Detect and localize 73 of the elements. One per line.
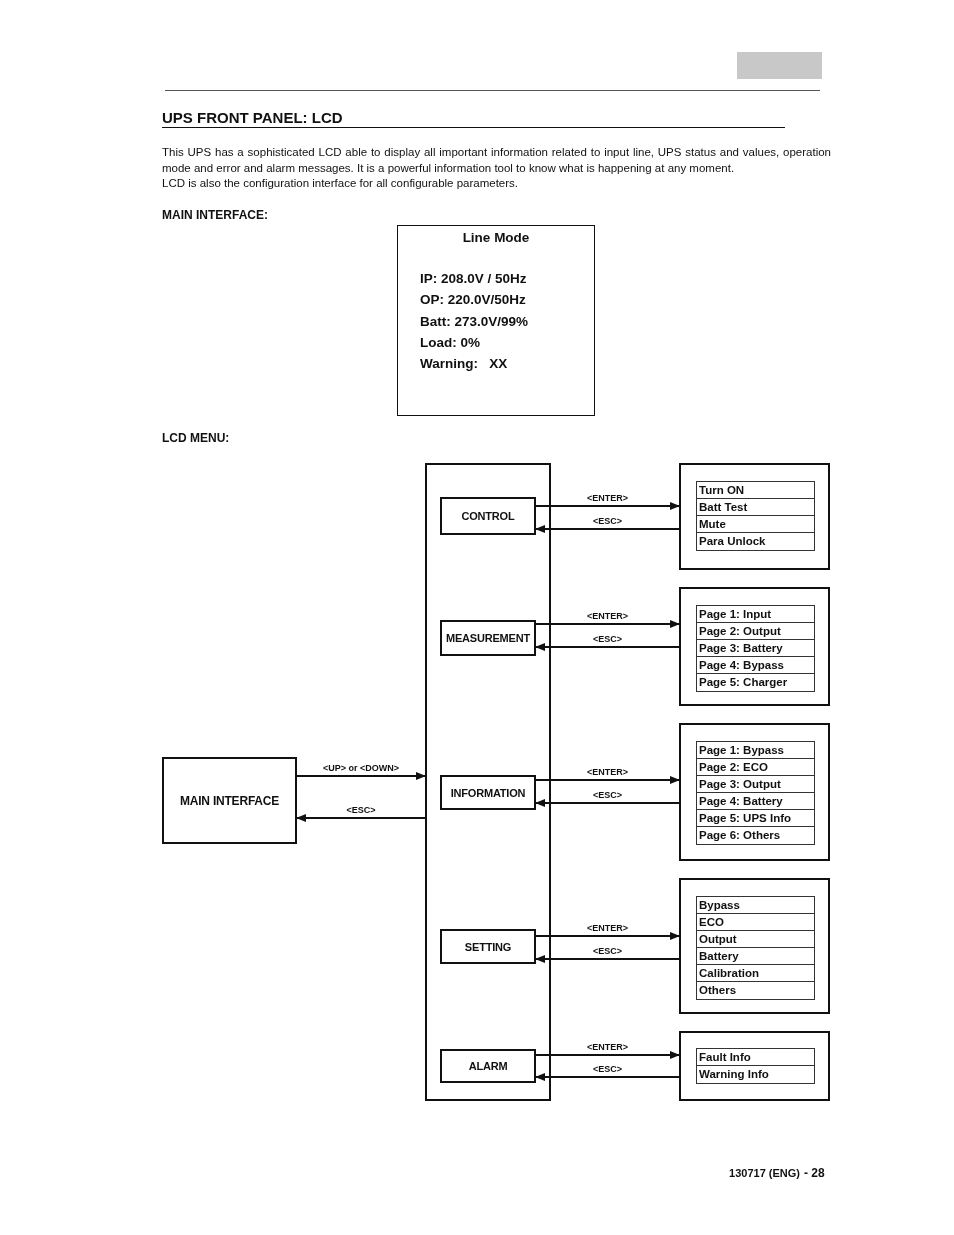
arrow xyxy=(296,772,426,780)
arrow xyxy=(535,955,680,963)
submenu-item: Others xyxy=(698,983,738,998)
menu-box: SETTING xyxy=(440,929,536,964)
arrow xyxy=(535,502,680,510)
subheading: MAIN INTERFACE: xyxy=(162,208,268,222)
arrow xyxy=(535,525,680,533)
arrow xyxy=(535,643,680,651)
menu-box: MEASUREMENT xyxy=(440,620,536,656)
menu-box: CONTROL xyxy=(440,497,536,535)
submenu-panel xyxy=(679,587,830,706)
edge-label: <UP> or <DOWN> xyxy=(323,763,399,773)
submenu-item: Page 3: Battery xyxy=(697,640,814,657)
submenu-item: Output xyxy=(697,931,814,948)
edge-label: <ESC> xyxy=(593,516,622,526)
submenu-item: ECO xyxy=(697,914,814,931)
submenu-item: Page 1: Bypass xyxy=(697,742,814,759)
main-interface-box: MAIN INTERFACE xyxy=(162,757,297,844)
screen-text: Load: 0% xyxy=(420,334,480,350)
submenu-item: Mute xyxy=(697,516,814,533)
section-heading: UPS FRONT PANEL: LCD xyxy=(162,109,785,128)
submenu-item: Turn ON xyxy=(697,482,814,499)
screen-text: Line Mode xyxy=(461,230,531,245)
submenu-panel xyxy=(679,463,830,570)
submenu-item: Warning Info xyxy=(698,1067,770,1082)
screen-text: OP: 220.0V/50Hz xyxy=(420,292,526,308)
arrow xyxy=(296,814,426,822)
submenu-item: Bypass xyxy=(697,897,814,914)
submenu-item: Battery xyxy=(697,948,814,965)
screen-text: IP: 208.0V / 50Hz xyxy=(420,271,527,286)
menu-frame xyxy=(425,463,551,1101)
submenu-item: Page 2: ECO xyxy=(697,759,814,776)
submenu-item: Page 1: Input xyxy=(697,606,814,623)
screen-text: Warning: XX xyxy=(420,356,508,372)
edge-label: <ESC> xyxy=(346,805,376,815)
submenu-item: Page 5: UPS Info xyxy=(697,810,814,827)
submenu-panel xyxy=(679,878,830,1014)
edge-label: <ESC> xyxy=(593,1064,622,1074)
menu-box: INFORMATION xyxy=(440,775,536,810)
edge-label: <ENTER> xyxy=(587,611,628,621)
submenu-item: Page 6: Others xyxy=(698,828,782,843)
paragraph: This UPS has a sophisticated LCD able to display all important information related to input line, UPS status and values, operation mode and error and alarm messages. It is a powerful information tool to know what is happening at any moment. xyxy=(162,145,831,176)
submenu-item: Page 4: Battery xyxy=(697,793,814,810)
submenu-item: Batt Test xyxy=(697,499,814,516)
edge-label: <ESC> xyxy=(593,946,622,956)
submenu-item: Page 2: Output xyxy=(697,623,814,640)
submenu-item: Calibration xyxy=(697,965,814,982)
submenu-item: Fault Info xyxy=(697,1049,814,1066)
lcd-screen-box xyxy=(397,225,595,416)
submenu-item: Page 5: Charger xyxy=(698,675,789,690)
submenu-item: Page 3: Output xyxy=(697,776,814,793)
edge-label: <ESC> xyxy=(593,634,622,644)
edge-label: <ENTER> xyxy=(587,923,628,933)
menu-box: ALARM xyxy=(440,1049,536,1083)
page-number: - 28 xyxy=(804,1166,825,1180)
submenu-item: Page 4: Bypass xyxy=(697,657,814,674)
submenu-panel xyxy=(679,723,830,861)
edge-label: <ENTER> xyxy=(587,493,628,503)
arrow xyxy=(535,620,680,628)
edge-label: <ESC> xyxy=(593,790,622,800)
edge-label: <ENTER> xyxy=(587,767,628,777)
submenu-item: Para Unlock xyxy=(698,534,767,549)
arrow xyxy=(535,776,680,784)
submenu-panel xyxy=(679,1031,830,1101)
arrow xyxy=(535,1073,680,1081)
edge-label: <ENTER> xyxy=(587,1042,628,1052)
document-code: 130717 (ENG) xyxy=(728,1167,800,1179)
arrow xyxy=(535,1051,680,1059)
screen-text: Batt: 273.0V/99% xyxy=(420,313,529,329)
subheading: LCD MENU: xyxy=(162,431,230,445)
arrow xyxy=(535,799,680,807)
paragraph: LCD is also the configuration interface for all configurable parameters. xyxy=(162,176,520,191)
arrow xyxy=(535,932,680,940)
